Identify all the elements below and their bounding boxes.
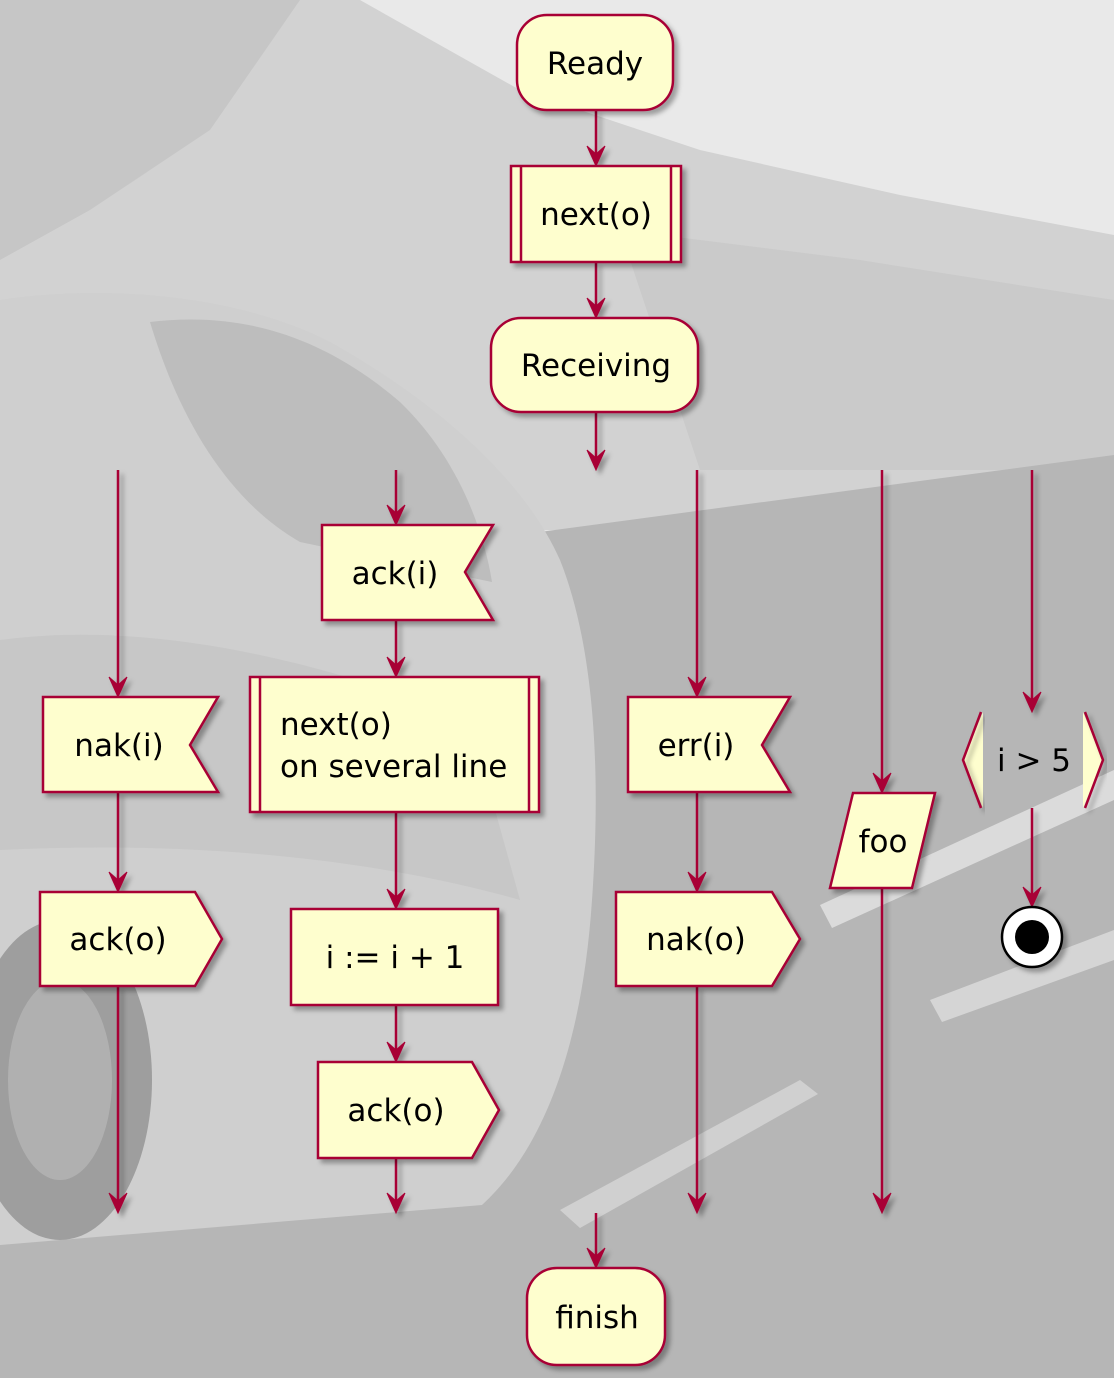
hill-ridge: [620, 230, 1114, 470]
arrowhead: [1022, 691, 1042, 714]
branch-3: err(i) nak(o): [614, 695, 802, 988]
condition-right-fill: [1083, 712, 1103, 808]
state-node-shape: [489, 316, 700, 414]
branch-4: foo: [828, 791, 937, 890]
send-signal-label: ack(o): [347, 1093, 444, 1129]
arrowhead: [386, 1192, 406, 1215]
arrowhead: [586, 449, 606, 472]
arrowhead: [687, 1192, 707, 1215]
procedure-node-label: next(o): [540, 197, 652, 233]
receive-signal-label: nak(i): [74, 728, 163, 764]
action-node-label: i := i + 1: [326, 940, 465, 976]
arrowhead: [586, 145, 606, 168]
send-signal-node: ack(o): [38, 890, 224, 988]
condition-right-bracket: [1083, 711, 1105, 809]
arrowhead: [386, 504, 406, 527]
arrowhead: [1022, 886, 1042, 909]
stop-node-dot: [1015, 920, 1049, 954]
condition-left-fill: [963, 712, 983, 808]
start-node-shape: [515, 13, 675, 112]
lane-stripe: [930, 930, 1114, 1022]
procedure-label-line-1: next(o): [280, 707, 392, 743]
receive-signal-label: err(i): [658, 728, 735, 764]
end-node-label: finish: [555, 1300, 639, 1336]
io-node-label: foo: [859, 824, 908, 860]
condition-node: i > 5: [961, 711, 1105, 809]
branch-5: i > 5: [961, 711, 1105, 969]
receive-signal-node: err(i): [626, 695, 793, 794]
branch-2: ack(i) next(o) on several line i := i + …: [248, 523, 541, 1160]
state-node-receiving: Receiving: [489, 316, 700, 414]
procedure-node-shape: [509, 164, 683, 264]
action-node-shape: [289, 907, 500, 1007]
receive-signal-shape: [626, 695, 793, 794]
start-node: Ready: [515, 13, 675, 112]
send-signal-label: nak(o): [646, 922, 746, 958]
action-node: i := i + 1: [289, 907, 500, 1007]
end-node-shape: [525, 1266, 667, 1367]
arrowhead: [586, 1247, 606, 1270]
arrowhead: [108, 1192, 128, 1215]
send-signal-label: ack(o): [69, 922, 166, 958]
procedure-node: next(o) on several line: [248, 675, 541, 814]
arrowhead: [586, 297, 606, 320]
arrowhead: [108, 676, 128, 699]
condition-left-bracket: [961, 711, 983, 809]
arrowhead: [386, 1041, 406, 1064]
car-window: [150, 319, 492, 582]
start-node-label: Ready: [547, 46, 643, 82]
receive-signal-shape: [320, 523, 496, 622]
receive-signal-label: ack(i): [352, 556, 439, 592]
send-signal-node: ack(o): [316, 1060, 501, 1160]
send-signal-node: nak(o): [614, 890, 802, 988]
state-node-label: Receiving: [521, 348, 671, 384]
hill-near: [0, 0, 300, 260]
procedure-node-shape: [248, 675, 541, 814]
arrowhead: [687, 676, 707, 699]
car-wheel-rim: [8, 980, 112, 1180]
procedure-label-line-2: on several line: [280, 749, 507, 785]
io-node: foo: [828, 791, 937, 890]
flow-arrows: [108, 110, 1042, 1270]
end-node: finish: [525, 1266, 667, 1367]
lane-stripe: [560, 1080, 818, 1228]
arrowhead: [872, 1192, 892, 1215]
send-signal-shape: [38, 890, 224, 988]
stop-node: [1000, 905, 1064, 969]
arrowhead: [108, 871, 128, 894]
receive-signal-shape: [41, 695, 221, 794]
procedure-node: next(o): [509, 164, 683, 264]
receive-signal-node: ack(i): [320, 523, 496, 622]
arrowhead: [386, 888, 406, 911]
condition-label: i > 5: [997, 743, 1071, 779]
arrowhead: [386, 656, 406, 679]
arrowhead: [872, 772, 892, 795]
branch-1: nak(i) ack(o): [38, 695, 224, 988]
send-signal-shape: [614, 890, 802, 988]
arrowhead: [687, 871, 707, 894]
receive-signal-node: nak(i): [41, 695, 221, 794]
send-signal-shape: [316, 1060, 501, 1160]
io-node-shape: [828, 791, 937, 890]
